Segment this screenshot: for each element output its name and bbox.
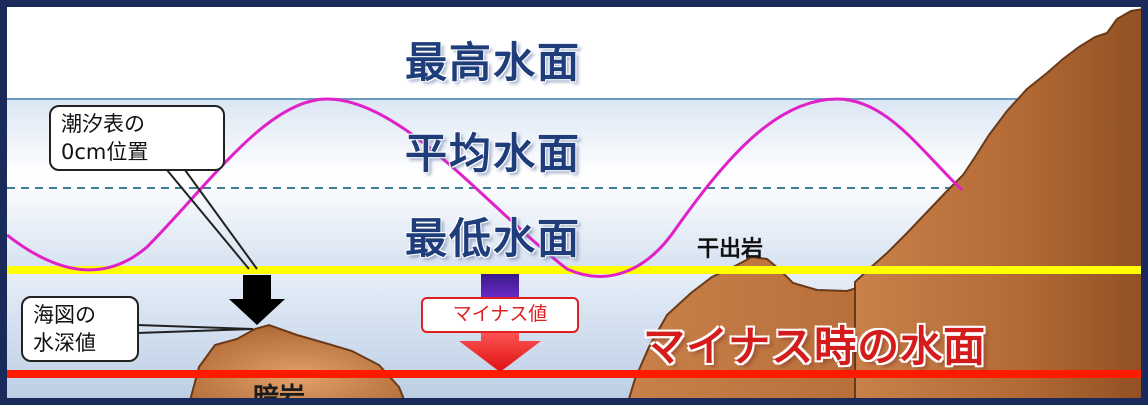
chart-depth-pointer-line-2: [136, 328, 254, 334]
highest-water-label: 最高水面: [405, 38, 582, 87]
drying-rock-label: 干出岩: [697, 237, 764, 262]
red-down-arrow: [459, 329, 541, 372]
black-down-arrow: [229, 275, 285, 325]
purple-level-block: [481, 274, 519, 298]
minus-value-box: マイナス値: [421, 297, 579, 333]
diagram-graphics: [7, 8, 1141, 398]
right-cliff-shape: [854, 8, 1141, 398]
tide-zero-pointer-line-1: [176, 158, 258, 270]
hidden-rock-label: 暗岩: [253, 383, 306, 405]
lowest-water-label: 最低水面: [405, 214, 582, 263]
chart-depth-callout-line1: 海図の: [33, 303, 96, 327]
tide-zero-callout-line2: 0cm位置: [61, 140, 149, 164]
hidden-rock-shape: [189, 323, 405, 398]
chart-depth-callout-line2: 水深値: [33, 331, 96, 355]
mean-water-label: 平均水面: [405, 129, 582, 178]
chart-depth-callout: 海図の 水深値: [21, 296, 139, 362]
chart-depth-pointer-line-1: [136, 324, 254, 330]
tide-curve: [7, 97, 964, 278]
minus-water-line: [7, 370, 1141, 378]
tide-zero-pointer-line-2: [161, 163, 250, 270]
lowest-water-line: [7, 266, 1141, 274]
tide-zero-callout: 潮汐表の 0cm位置: [49, 105, 225, 171]
tide-zero-callout-line1: 潮汐表の: [61, 112, 145, 136]
minus-water-label: マイナス時の水面: [643, 322, 987, 371]
